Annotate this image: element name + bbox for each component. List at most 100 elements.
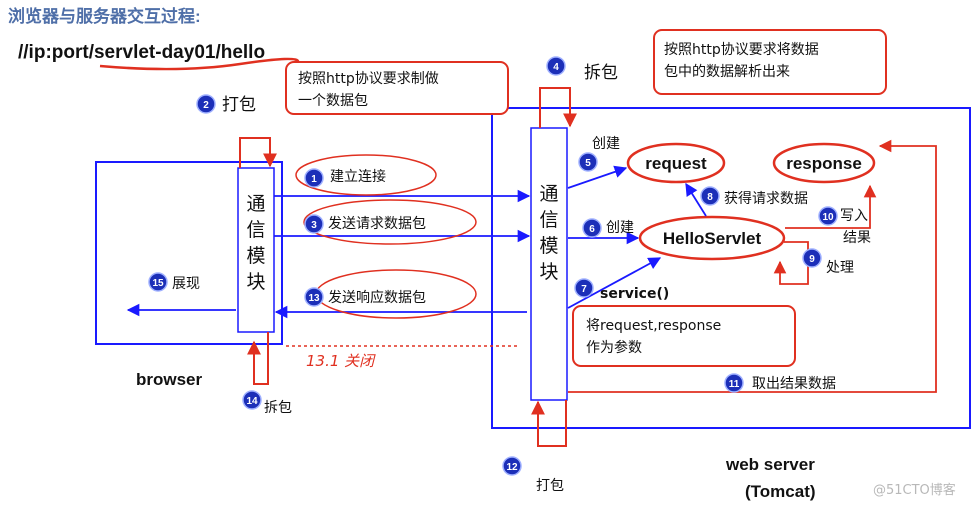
response-ellipse: [772, 142, 876, 184]
svg-text:5: 5: [585, 158, 591, 169]
service-call-arrow: [567, 257, 662, 309]
step-10-label: 写入: [840, 208, 868, 224]
step-3-badge: 3: [304, 214, 324, 234]
get-request-data-arrow: [685, 182, 707, 217]
pack-note-line2: 一个数据包: [298, 93, 368, 109]
process-loop-arrow: [773, 241, 809, 285]
param-note-box: [572, 305, 796, 367]
step-10-label-line2: 结果: [843, 230, 871, 246]
svg-text:信: 信: [539, 209, 558, 231]
pack-note-box: [285, 61, 509, 115]
svg-text:14: 14: [246, 396, 258, 407]
step-4-badge: 4: [546, 56, 566, 76]
svg-text:15: 15: [152, 278, 164, 289]
step-8-label: 获得请求数据: [724, 190, 808, 207]
response-object: response: [786, 154, 862, 173]
step-9-label: 处理: [826, 260, 854, 276]
svg-text:通: 通: [539, 183, 558, 205]
pack-note-line1: 按照http协议要求制做: [298, 71, 439, 87]
url-prefix: //ip:port/: [18, 42, 95, 63]
server-label-line1: web server: [725, 455, 815, 474]
step-2-badge: 2: [196, 94, 216, 114]
browser-label: browser: [136, 370, 203, 389]
url-name: hello: [221, 42, 265, 63]
step-13-badge: 13: [304, 287, 324, 307]
request-url: //ip:port/servlet-day01/hello: [18, 42, 265, 63]
param-note-line2: 作为参数: [586, 339, 642, 356]
connect-highlight: [295, 154, 437, 196]
url-servlet-path: servlet-day01: [94, 42, 216, 63]
svg-text:11: 11: [729, 379, 740, 390]
svg-text:9: 9: [809, 254, 815, 265]
watermark: @51CTO博客: [873, 482, 956, 498]
step-11-label: 取出结果数据: [752, 376, 836, 392]
step-12-badge: 12: [502, 456, 522, 476]
svg-text:模: 模: [246, 245, 265, 267]
svg-text:块: 块: [539, 261, 558, 283]
parse-note-line2: 包中的数据解析出来: [664, 64, 790, 80]
step-14-label: 拆包: [264, 400, 292, 416]
unpack-loop-arrow: [539, 87, 577, 128]
step-15-label: 展现: [172, 276, 200, 292]
request-object: request: [645, 154, 707, 173]
step-7-label: service(): [600, 286, 669, 302]
web-server-box: [491, 107, 971, 429]
step-7-badge: 7: [574, 278, 594, 298]
svg-text:6: 6: [589, 224, 595, 235]
svg-text:12: 12: [506, 462, 518, 473]
step-9-badge: 9: [802, 248, 822, 268]
svg-text:2: 2: [203, 100, 209, 111]
response-unpack-loop-arrow: [247, 332, 269, 385]
helloservlet-object: HelloServlet: [663, 229, 762, 248]
server-label-line2: (Tomcat): [745, 482, 816, 501]
fetch-result-arrow: [568, 139, 937, 393]
step-10-badge: 10: [818, 206, 838, 226]
step-15-badge: 15: [148, 272, 168, 292]
server-comm-module-label: 通 信 模 块: [539, 183, 558, 283]
svg-text:8: 8: [707, 192, 713, 203]
svg-text:13: 13: [308, 293, 320, 304]
pack-loop-arrow: [239, 137, 277, 168]
step-8-badge: 8: [700, 186, 720, 206]
browser-box: [95, 161, 283, 345]
create-request-arrow: [567, 165, 628, 189]
step-6-badge: 6: [582, 218, 602, 238]
svg-text:块: 块: [246, 271, 265, 293]
step-3-label: 发送请求数据包: [328, 216, 426, 232]
step-13-label: 发送响应数据包: [328, 289, 426, 306]
parse-note-line1: 按照http协议要求将数据: [664, 42, 819, 58]
svg-text:4: 4: [553, 62, 559, 73]
helloservlet-ellipse: [638, 215, 786, 261]
handwritten-close-note: 13.1 关闭: [306, 352, 376, 370]
step-5-badge: 5: [578, 152, 598, 172]
step-14-badge: 14: [242, 390, 262, 410]
step-badges: 1 2 3 4 5 6 7 8 9 10 11 12 13 14 15: [148, 56, 838, 476]
browser-comm-module: [237, 167, 275, 333]
url-separator: /: [215, 42, 221, 63]
url-underline: [99, 57, 300, 71]
svg-text:10: 10: [822, 212, 834, 223]
diagram-title: 浏览器与服务器交互过程:: [8, 6, 201, 26]
step-6-label: 创建: [606, 220, 634, 236]
svg-text:通: 通: [246, 193, 265, 215]
param-note-line1: 将request,response: [586, 318, 721, 334]
browser-comm-module-label: 通 信 模 块: [246, 193, 265, 293]
svg-text:3: 3: [311, 220, 317, 231]
step-1-badge: 1: [304, 168, 324, 188]
step-1-label: 建立连接: [330, 168, 386, 185]
parse-note-box: [653, 29, 887, 95]
svg-text:1: 1: [311, 174, 317, 185]
step-2-label: 打包: [222, 95, 256, 115]
step-12-label: 打包: [536, 477, 564, 494]
svg-text:7: 7: [581, 284, 587, 295]
step-4-label: 拆包: [584, 63, 618, 83]
response-pack-loop-arrow: [531, 400, 567, 447]
step-11-badge: 11: [724, 373, 744, 393]
request-ellipse: [626, 142, 726, 184]
send-request-highlight: [303, 199, 477, 245]
step-5-label: 创建: [592, 136, 620, 152]
server-comm-module: [530, 127, 568, 401]
svg-text:模: 模: [539, 235, 558, 257]
